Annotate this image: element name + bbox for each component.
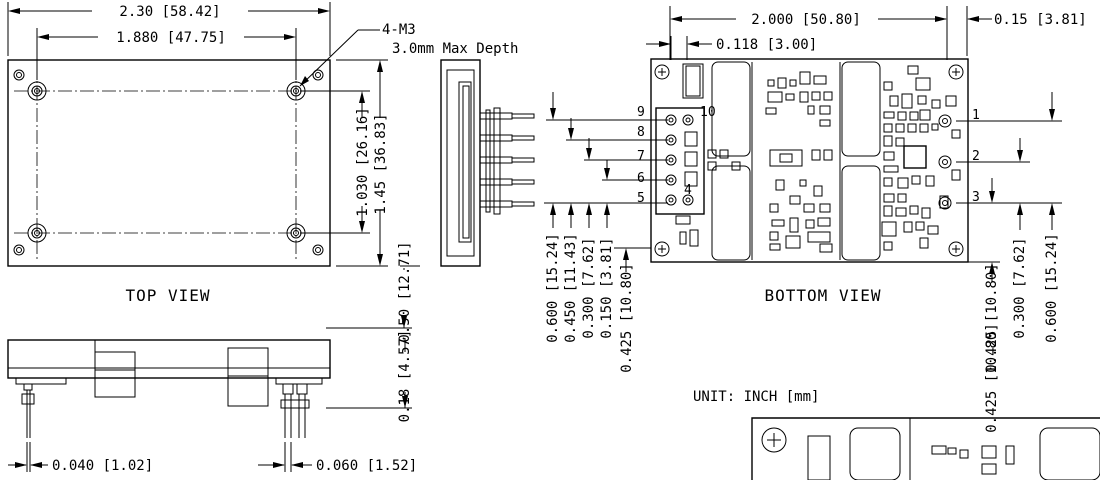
connector-pin-icon [682,194,694,206]
connector-pin-icon [682,114,694,126]
bottom-view-left-dims: 0.600 [15.24] 0.450 [11.43] 0.300 [7.62]… [544,92,668,373]
dim-right-pin-425-col: 0.425 [10.80] [984,263,1000,373]
bottom-view-right-dims: 0.600 [15.24] 0.300 [7.62] 0.425 [10.80]… [956,92,1062,433]
magnetic-core [711,165,751,261]
side-dims-left: 0.50 [12.71] 0.18 [4.57] [326,241,420,422]
corner-screw-icon [312,69,324,81]
corner-screw-icon [312,244,324,256]
top-view: 2.30 [58.42] 1.880 [47.75] 4-M3 3.0mm Ma… [7,2,518,305]
detail-view-partial [751,417,1100,480]
bottom-view-label: BOTTOM VIEW [765,286,882,305]
dim-left-pin-600: 0.600 [15.24] [545,233,561,343]
dim-top-overall-width: 2.30 [58.42] [119,4,220,20]
magnetic-core [711,61,751,157]
dim-bottom-hole-spacing: 2.000 [50.80] [751,12,861,28]
output-pin-icon [938,196,952,210]
pin-label: 3 [972,190,980,205]
pin-label: 5 [637,191,645,206]
smd-components [881,65,961,251]
dim-side-height: 0.18 [4.57] [397,330,413,423]
connector-block [655,107,705,215]
dim-left-pin-450: 0.450 [11.43] [563,233,579,343]
dim-right-pin-300: 0.300 [7.62] [1012,237,1028,338]
top-view-label: TOP VIEW [125,286,210,305]
phillips-screw-icon [761,427,787,453]
bottom-view-top-dims: 2.000 [50.80] 0.15 [3.81] 0.118 [3.00] [646,6,1087,60]
pin-label: 9 [637,105,645,120]
mounting-hole-icon [27,223,47,243]
ic-chip [903,145,927,169]
smd-components [707,71,833,253]
dim-top-hole-height: 1.030 [26.16] [355,107,371,217]
side-view-bottom: 0.040 [1.02] 0.060 [1.52] [7,339,417,474]
phillips-screw-icon [948,241,964,257]
output-pin-icon [938,114,952,128]
phillips-screw-icon [654,241,670,257]
pin-label: 4 [684,183,692,198]
side-view-right [440,59,535,267]
thread-callout: 4-M3 [382,22,416,38]
pin-label: 2 [972,149,980,164]
output-pin-icon [938,155,952,169]
unit-label: UNIT: INCH [mm] [693,389,819,405]
dim-right-pin-425: 0.425 [10.80] [984,323,1000,433]
pin-label: 10 [700,105,716,120]
side-pins [479,107,535,215]
dim-pin-dia-small: 0.040 [1.02] [52,458,153,474]
dim-top-hole-spacing: 1.880 [47.75] [116,30,226,46]
phillips-screw-icon [948,64,964,80]
pin-label: 6 [637,171,645,186]
mounting-hole-icon [27,81,47,101]
thread-leader-line [299,29,359,87]
side-view-bottom-outline [7,339,331,379]
dim-right-pin-600: 0.600 [15.24] [1044,233,1060,343]
dim-bottom-pin-column: 0.118 [3.00] [716,37,817,53]
corner-screw-icon [13,69,25,81]
magnetic-core [841,165,881,261]
pin-label: 1 [972,108,980,123]
dim-top-overall-height: 1.45 [36.83] [373,113,389,214]
pin-label: 7 [637,149,645,164]
dim-pin-dia-large: 0.060 [1.52] [316,458,417,474]
bottom-view: 9 10 8 7 6 4 5 [637,58,980,305]
dim-left-pin-300: 0.300 [7.62] [581,237,597,338]
dim-top-edge-offset: 0.50 [12.71] [397,241,413,342]
top-view-outline [7,59,331,267]
thread-depth-note: 3.0mm Max Depth [392,41,518,57]
connector-pin-icon [665,194,677,206]
dim-bottom-edge-offset: 0.15 [3.81] [994,12,1087,28]
dim-left-pin-150: 0.150 [3.81] [599,237,615,338]
corner-screw-icon [13,244,25,256]
pin-label: 8 [637,125,645,140]
dim-left-pin-425: 0.425 [10.80] [619,263,635,373]
phillips-screw-icon [654,64,670,80]
magnetic-core [841,61,881,157]
